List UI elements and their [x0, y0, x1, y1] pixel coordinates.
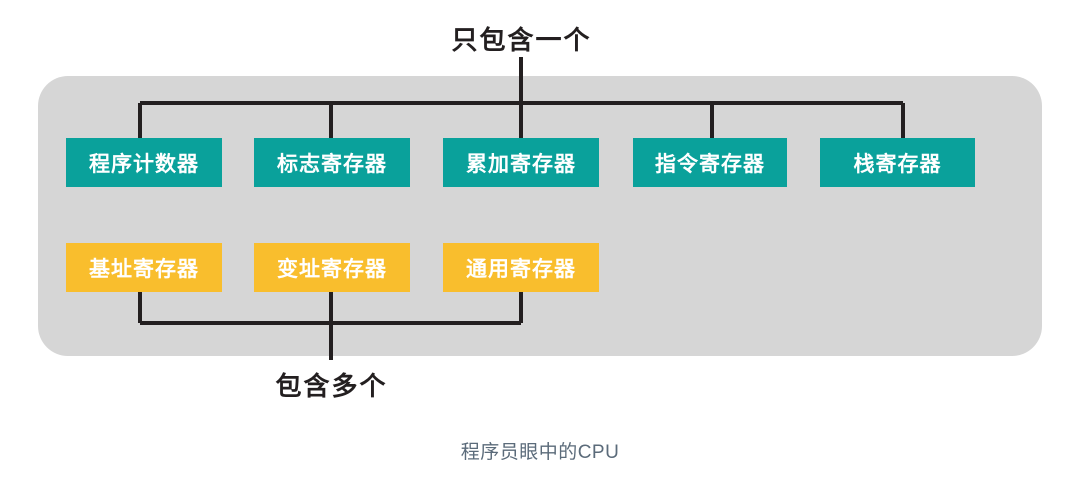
register-box-instruction-register[interactable]: 指令寄存器 [633, 138, 787, 187]
register-box-general-purpose-register[interactable]: 通用寄存器 [443, 243, 599, 292]
register-box-accumulator[interactable]: 累加寄存器 [443, 138, 599, 187]
register-box-flag-register[interactable]: 标志寄存器 [254, 138, 410, 187]
annotation-single: 只包含一个 [451, 25, 592, 55]
cpu-panel [38, 76, 1042, 356]
register-box-program-counter[interactable]: 程序计数器 [66, 138, 222, 187]
figure-caption: 程序员眼中的CPU [460, 442, 620, 463]
register-box-index-register[interactable]: 变址寄存器 [254, 243, 410, 292]
register-box-base-register[interactable]: 基址寄存器 [66, 243, 222, 292]
annotation-multiple: 包含多个 [275, 371, 388, 401]
register-box-stack-register[interactable]: 栈寄存器 [820, 138, 975, 187]
